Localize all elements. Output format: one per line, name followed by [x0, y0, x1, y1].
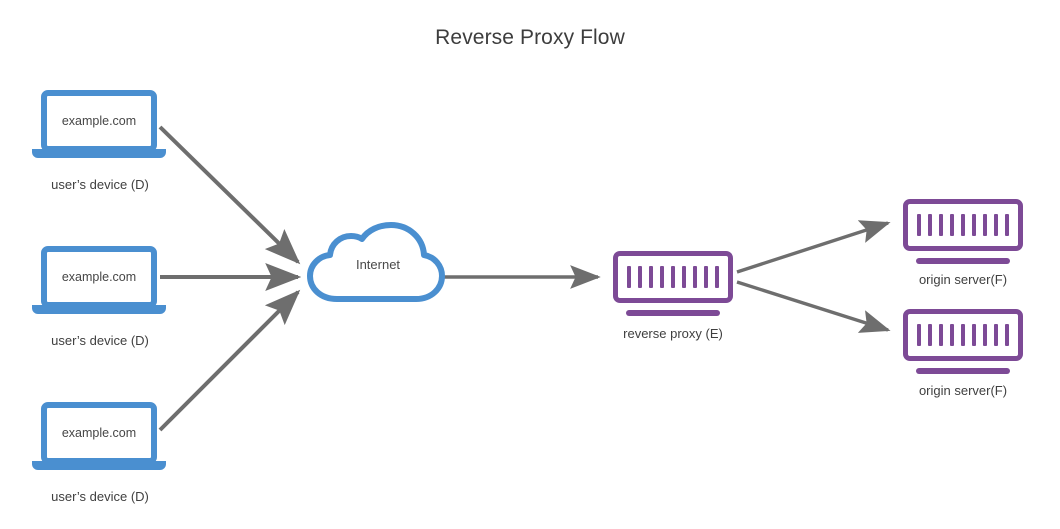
laptop-icon: example.com [32, 402, 166, 470]
client-caption-1: user’s device (D) [51, 177, 149, 192]
server-bar [983, 324, 987, 346]
server-bar [950, 324, 954, 346]
server-bar [994, 214, 998, 236]
server-bar [917, 324, 921, 346]
laptop-icon: example.com [32, 90, 166, 158]
server-icon [903, 199, 1023, 264]
origin-server-caption-1: origin server(F) [918, 272, 1008, 287]
server-bar [961, 324, 965, 346]
arrow-proxy-to-origin2 [736, 280, 891, 333]
server-bar [649, 266, 653, 288]
server-box [903, 309, 1023, 361]
laptop-screen-text: example.com [61, 426, 137, 440]
arrow-client3-to-internet [158, 289, 301, 432]
server-bar [671, 266, 675, 288]
server-bar [638, 266, 642, 288]
server-bar [1005, 324, 1009, 346]
server-foot [626, 310, 720, 316]
arrow-client1-to-internet [158, 125, 301, 265]
client-node-2: example.com [32, 246, 166, 314]
laptop-screen: example.com [41, 90, 157, 152]
server-bar [994, 324, 998, 346]
client-node-1: example.com [32, 90, 166, 158]
origin-server-node-1 [903, 199, 1023, 264]
server-bar [939, 214, 943, 236]
server-box [613, 251, 733, 303]
server-bar [715, 266, 719, 288]
origin-server-node-2 [903, 309, 1023, 374]
server-bar [682, 266, 686, 288]
server-bar [950, 214, 954, 236]
laptop-screen-text: example.com [61, 114, 137, 128]
client-caption-2: user’s device (D) [51, 333, 149, 348]
server-bar [972, 324, 976, 346]
laptop-base [32, 461, 166, 470]
server-foot [916, 258, 1010, 264]
reverse-proxy-caption: reverse proxy (E) [623, 326, 723, 341]
origin-server-caption-2: origin server(F) [918, 383, 1008, 398]
laptop-screen: example.com [41, 246, 157, 308]
server-bar [660, 266, 664, 288]
server-bar [928, 324, 932, 346]
server-bar [917, 214, 921, 236]
arrow-proxy-to-origin1 [736, 220, 891, 274]
page-title: Reverse Proxy Flow [435, 26, 625, 49]
client-caption-3: user’s device (D) [51, 489, 149, 504]
server-bar [704, 266, 708, 288]
cloud-label: Internet [355, 256, 401, 272]
server-bar [972, 214, 976, 236]
reverse-proxy-node [613, 251, 733, 316]
internet-cloud-node: Internet [304, 222, 446, 306]
server-bar [939, 324, 943, 346]
server-bar [627, 266, 631, 288]
server-bar [961, 214, 965, 236]
laptop-screen-text: example.com [61, 270, 137, 284]
server-bar [928, 214, 932, 236]
server-icon [613, 251, 733, 316]
laptop-base [32, 305, 166, 314]
server-icon [903, 309, 1023, 374]
laptop-icon: example.com [32, 246, 166, 314]
cloud-icon: Internet [304, 222, 446, 306]
server-foot [916, 368, 1010, 374]
client-node-3: example.com [32, 402, 166, 470]
laptop-screen: example.com [41, 402, 157, 464]
server-bar [693, 266, 697, 288]
laptop-base [32, 149, 166, 158]
server-box [903, 199, 1023, 251]
server-bar [983, 214, 987, 236]
server-bar [1005, 214, 1009, 236]
